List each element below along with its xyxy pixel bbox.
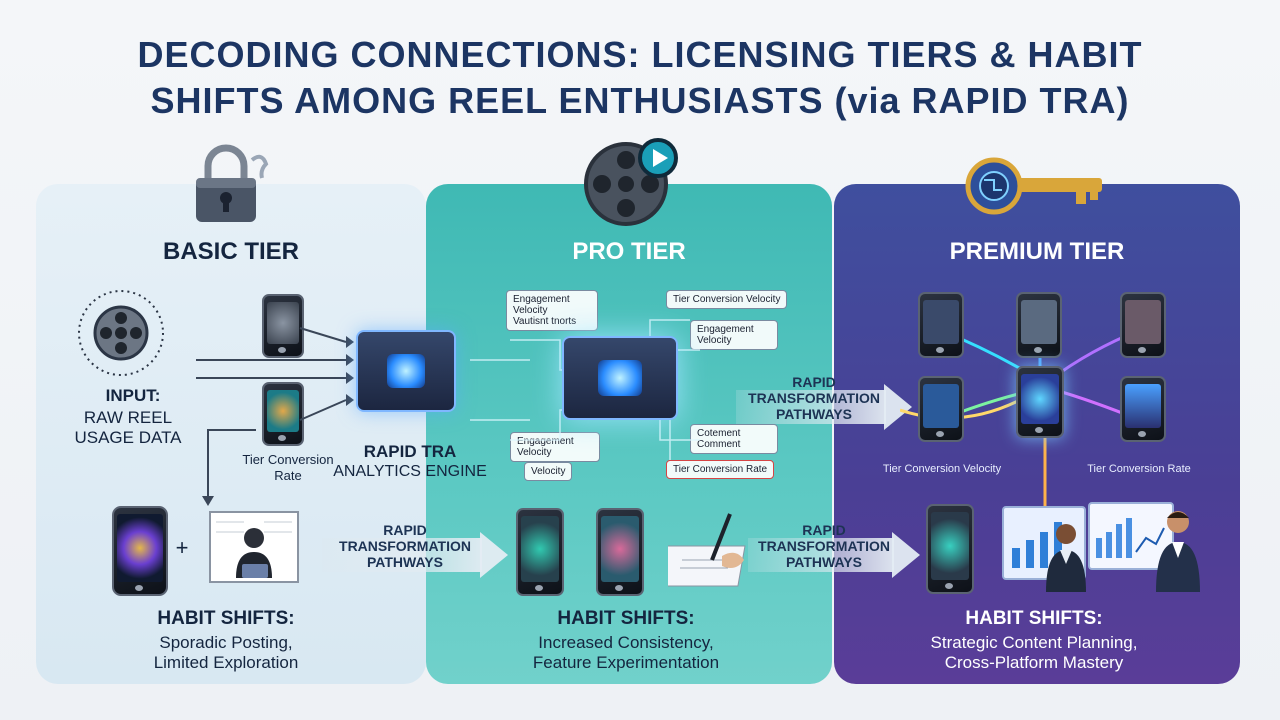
person-laptop-illustration	[209, 511, 299, 583]
premium-phone-5	[1120, 376, 1166, 442]
premium-tag-velocity: Tier Conversion Velocity	[882, 463, 1002, 475]
basic-tier-conversion-line-2: Rate	[274, 468, 302, 483]
pro-tag-conversion-rate: Tier Conversion Rate	[666, 460, 775, 479]
pro-tag-conversion-velocity: Tier Conversion Velocity	[666, 290, 788, 309]
premium-phone-4	[918, 376, 964, 442]
basic-habit-line-1: Sporadic Posting,	[159, 633, 293, 652]
basic-tier-title: BASIC TIER	[162, 238, 299, 265]
premium-tier-title: PREMIUM TIER	[949, 238, 1125, 265]
circuit-key-icon	[965, 157, 1102, 215]
premium-phone-6	[926, 504, 974, 594]
basic-phone-1	[262, 294, 304, 358]
plus-sign: +	[175, 535, 189, 560]
basic-flow-lines	[196, 327, 354, 506]
pro-phone-1	[516, 508, 564, 596]
pro-phone-2	[596, 508, 644, 596]
dashboard-screen	[1088, 502, 1174, 570]
input-text-line-2: USAGE DATA	[74, 428, 182, 447]
premium-phone-center	[1016, 366, 1064, 438]
film-reel-play-icon	[584, 138, 678, 226]
engine-title: RAPID TRA	[363, 442, 457, 461]
pro-habit-line-1: Increased Consistency,	[538, 633, 714, 652]
basic-habit-line-2: Limited Exploration	[153, 653, 299, 672]
input-label: INPUT:	[105, 386, 161, 405]
pro-habit-line-2: Feature Experimentation	[532, 653, 720, 672]
premium-habit-title: HABIT SHIFTS:	[965, 608, 1103, 629]
premium-phone-3	[1120, 292, 1166, 358]
pro-analytics-chip	[562, 336, 678, 420]
pro-tier-title: PRO TIER	[572, 238, 686, 265]
presenter-person-2	[1156, 511, 1200, 592]
pro-tag-comment: Cotement Comment	[690, 424, 778, 454]
pro-tag-engagement-2: Engagement Velocity	[690, 320, 778, 350]
page-title-line-2: SHIFTS AMONG REEL ENTHUSIASTS (via RAPID…	[150, 80, 1130, 121]
pen-writing-illustration	[668, 513, 746, 587]
burst-film-reel-icon	[78, 290, 164, 376]
premium-habit-line-2: Cross-Platform Mastery	[944, 653, 1124, 672]
basic-tier-panel	[36, 184, 426, 684]
basic-phone-3	[112, 506, 168, 596]
pro-habit-title: HABIT SHIFTS:	[557, 608, 695, 629]
basic-phone-2	[262, 382, 304, 446]
basic-tier-conversion-line-1: Tier Conversion	[242, 452, 334, 467]
premium-phone-1	[918, 292, 964, 358]
premium-phone-2	[1016, 292, 1062, 358]
premium-habit-line-1: Strategic Content Planning,	[930, 633, 1138, 652]
basic-habit-title: HABIT SHIFTS:	[157, 608, 295, 629]
padlock-icon	[196, 144, 269, 222]
engine-subtitle: ANALYTICS ENGINE	[333, 463, 487, 480]
basic-analytics-chip	[356, 330, 456, 412]
premium-tag-rate: Tier Conversion Rate	[1087, 463, 1191, 475]
pro-tag-engagement-3: Engagement Velocity	[510, 432, 600, 462]
page-title-line-1: DECODING CONNECTIONS: LICENSING TIERS & …	[137, 34, 1143, 75]
pro-tag-velocity: Velocity	[524, 462, 573, 481]
input-text-line-1: RAW REEL	[83, 408, 173, 427]
presenter-person-1	[1046, 524, 1086, 592]
